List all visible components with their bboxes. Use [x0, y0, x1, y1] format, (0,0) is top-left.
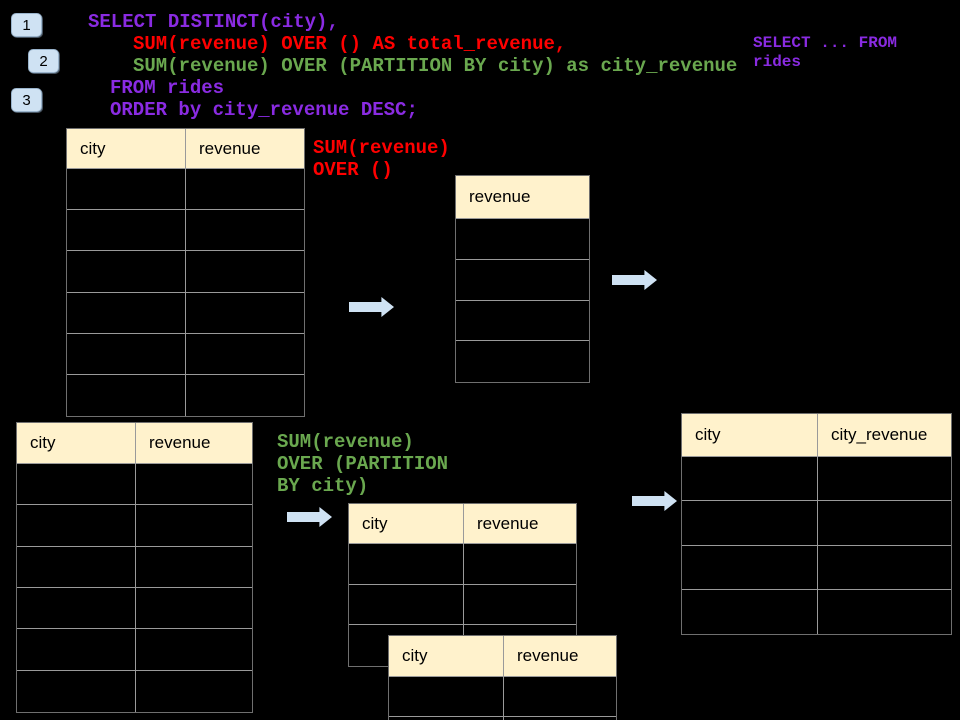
table-cell — [67, 251, 186, 293]
table-cell — [456, 301, 589, 342]
step-badge-2: 2 — [28, 49, 59, 73]
table-cell — [136, 629, 252, 671]
table-cell — [818, 546, 951, 590]
table-cell — [456, 260, 589, 301]
table-cell — [67, 210, 186, 252]
table-cell — [464, 544, 576, 585]
side-note-select-from-rides: SELECT ... FROM rides — [753, 34, 898, 71]
step-badge-3: 3 — [11, 88, 42, 112]
table-cell — [349, 584, 464, 626]
table-cell — [389, 717, 504, 720]
column-header: revenue — [456, 176, 589, 219]
table-cell — [389, 677, 504, 717]
table-cell — [136, 505, 252, 547]
column-header: city_revenue — [818, 414, 951, 457]
table-cell — [682, 501, 818, 546]
step-badge-1: 1 — [11, 13, 42, 37]
table-cell — [17, 464, 136, 506]
arrow-right-icon — [612, 270, 657, 290]
table-cell — [136, 671, 252, 712]
sql-line-city-revenue: SUM(revenue) OVER (PARTITION BY city) as… — [133, 55, 738, 77]
annotation-over-partition: SUM(revenue) OVER (PARTITION BY city) — [277, 431, 449, 497]
arrow-right-icon — [632, 491, 677, 511]
column-header: city — [682, 414, 818, 457]
table-cell — [456, 341, 589, 382]
table-cell — [456, 219, 589, 260]
table-cell — [67, 292, 186, 334]
table-cell — [818, 501, 951, 546]
table-cell — [186, 210, 304, 252]
arrow-right-icon — [287, 507, 332, 527]
table-cell — [349, 544, 464, 585]
table-cell — [17, 670, 136, 712]
table-cell — [67, 333, 186, 375]
table-cell — [17, 629, 136, 671]
table-cell — [682, 545, 818, 590]
table-cell — [464, 585, 576, 626]
column-header: city — [389, 636, 504, 677]
arrow-right-icon — [349, 297, 394, 317]
table-cell — [186, 251, 304, 293]
column-header: city — [67, 129, 186, 169]
column-header: city — [349, 504, 464, 544]
table-cell — [186, 293, 304, 334]
table-cell — [682, 589, 818, 634]
table-cell — [17, 587, 136, 630]
table-cell — [136, 547, 252, 588]
table-revenue-only: revenue — [455, 175, 590, 383]
table-cell — [17, 546, 136, 588]
column-header: city — [17, 423, 136, 464]
table-cell — [136, 588, 252, 630]
table-cell — [186, 169, 304, 211]
table-cell — [818, 457, 951, 502]
sql-line-order-by: ORDER by city_revenue DESC; — [110, 99, 418, 121]
table-cell — [67, 374, 186, 416]
table-cell — [67, 169, 186, 211]
table-cell — [818, 590, 951, 634]
sql-line-from: FROM rides — [110, 77, 225, 99]
sql-line-total-revenue: SUM(revenue) OVER () AS total_revenue, — [133, 33, 567, 55]
column-header: revenue — [464, 504, 576, 544]
annotation-over-empty: SUM(revenue) OVER () — [313, 137, 450, 181]
table-cell — [682, 457, 818, 502]
table-cell — [186, 334, 304, 375]
table-cell — [17, 505, 136, 547]
table-cell — [136, 464, 252, 506]
column-header: revenue — [186, 129, 304, 169]
table-cell — [504, 677, 616, 717]
column-header: revenue — [504, 636, 616, 677]
table-cell — [186, 375, 304, 416]
sql-line-select: SELECT DISTINCT(city), — [88, 11, 339, 33]
column-header: revenue — [136, 423, 252, 464]
